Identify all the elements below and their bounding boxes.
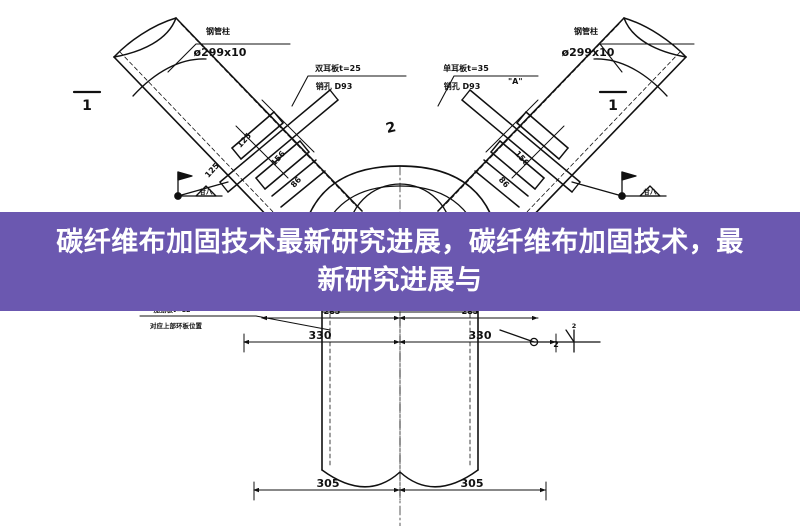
weld-symbol-bottom-thickness: 2 (572, 322, 577, 330)
dim-bottom-305-left: 305 (317, 477, 340, 490)
plate-label-single-ear-line1: 单耳板t=35 (443, 63, 489, 73)
weld-symbol-right (571, 171, 667, 200)
title-banner: 碳纤维布加固技术最新研究进展，碳纤维布加固技术，最新研究进展与 (0, 212, 800, 311)
weld-symbol-bottom-label: 2 (553, 340, 559, 349)
dim-top-285-right: 285 (462, 307, 479, 316)
dim-mid-330-left: 330 (309, 329, 332, 342)
detail-marker-center-label: 2 (384, 119, 397, 137)
plate-label-double-ear-line2: 销孔 D93 (316, 81, 353, 91)
pipe-label-left-line1: 钢管柱 (206, 26, 230, 36)
dim-mid-330-right: 330 (469, 329, 492, 342)
leader-lines (139, 43, 695, 331)
section-marker-right-label: 1 (608, 98, 618, 114)
section-marker-left-label: 1 (82, 98, 92, 114)
plate-label-double-ear-line1: 双耳板t=25 (315, 63, 361, 73)
pipe-label-left-line2: ø299x10 (194, 46, 247, 59)
page-title: 碳纤维布加固技术最新研究进展，碳纤维布加固技术，最新研究进展与 (56, 226, 744, 296)
weld-symbol-right-label: 甘八 (644, 187, 658, 196)
right-pipe-member (437, 17, 687, 251)
plate-label-single-ear-suffix: "A" (508, 77, 523, 86)
stiffener-label-line2: 对应上部环板位置 (150, 321, 203, 330)
dim-top-285-left: 285 (324, 307, 341, 316)
weld-symbol-left (174, 171, 229, 200)
dimension-lines (243, 299, 557, 501)
plate-label-single-ear-line2: 销孔 D93 (444, 81, 481, 91)
pipe-label-right-line2: ø299x10 (562, 46, 615, 59)
weld-symbol-left-label: 甘八 (200, 187, 214, 196)
left-gusset-plates (219, 89, 339, 208)
dim-bottom-305-right: 305 (461, 477, 484, 490)
right-gusset-plates (461, 89, 581, 208)
pipe-dimension-ticks (235, 99, 565, 179)
pipe-label-right-line1: 钢管柱 (574, 26, 598, 36)
